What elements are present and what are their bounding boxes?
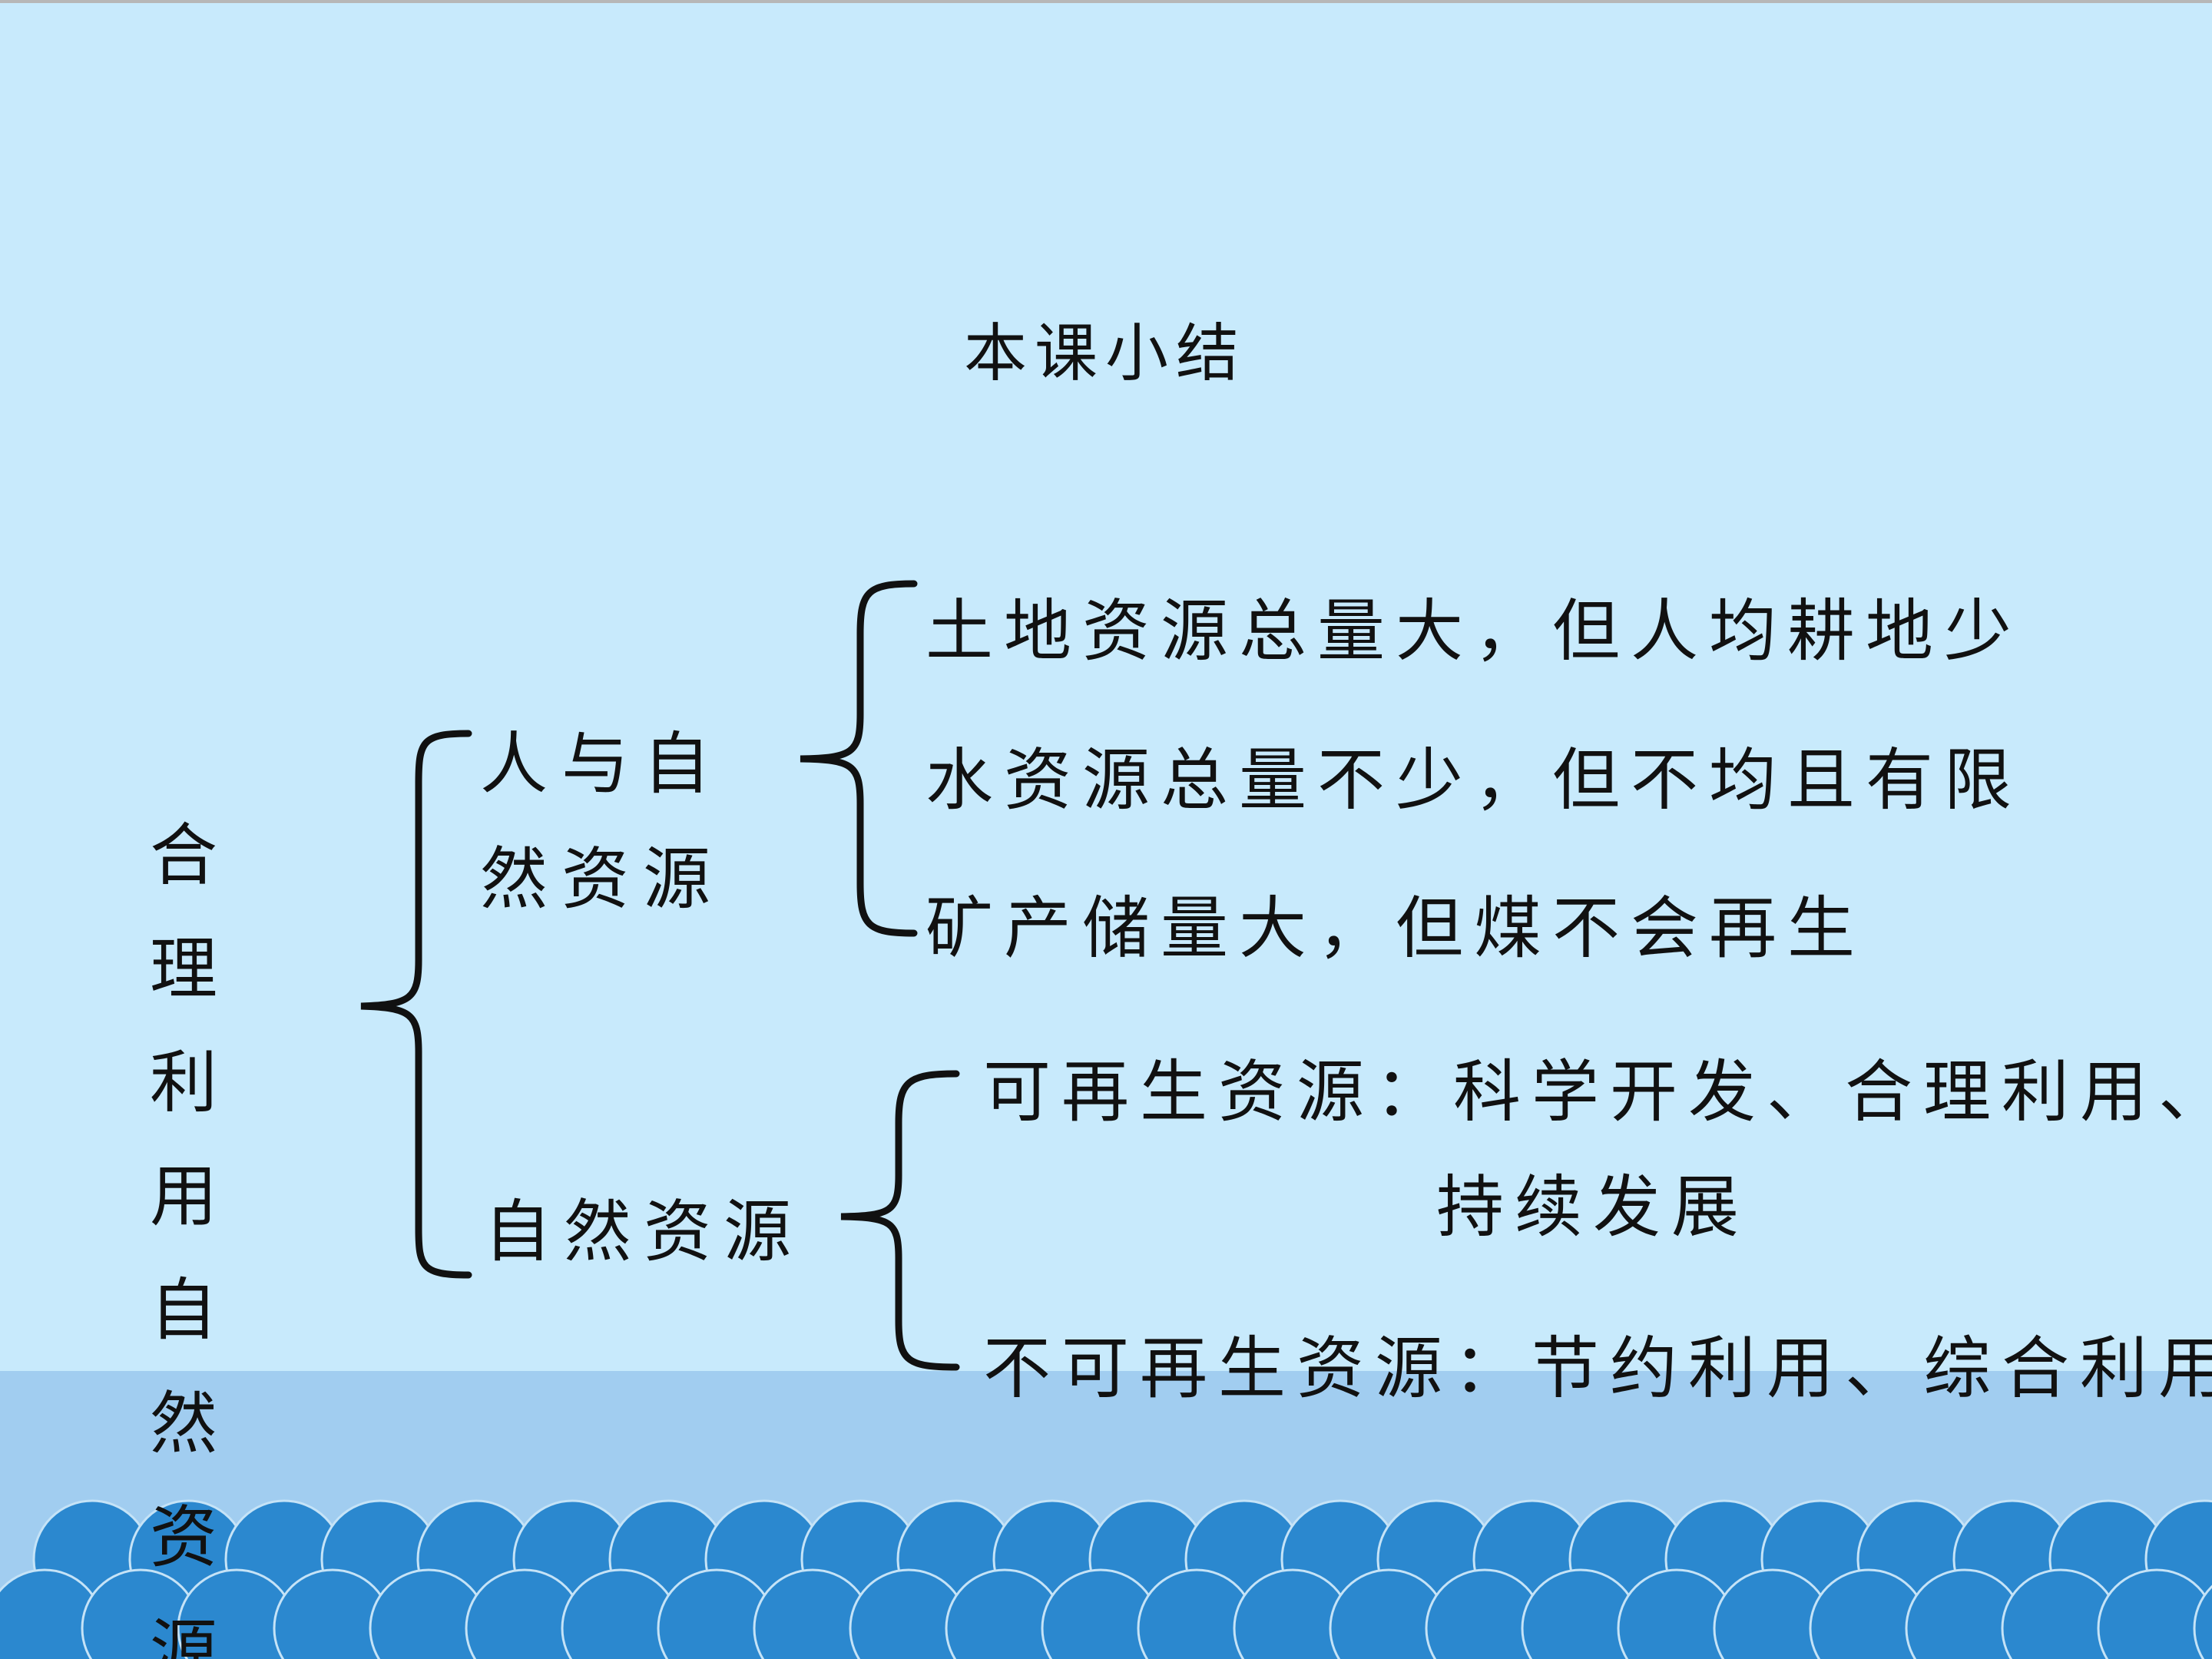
wave-scallop: [2193, 1584, 2212, 1659]
slide-title: 本课小结: [964, 317, 1247, 390]
branch-human-nature: 人与自然资源: [480, 724, 725, 919]
detail-land: 土地资源总量大，但人均耕地少: [926, 591, 2023, 671]
lower-bracket: [840, 1070, 960, 1371]
main-bracket: [360, 730, 472, 1279]
nonrenewable: 不可再生资源：节约利用、综合利用: [983, 1329, 2212, 1408]
renewable-line2: 持续发展: [1436, 1167, 1750, 1247]
renewable-line1: 可再生资源：科学开发、合理利用、: [983, 1052, 2212, 1131]
wave-scallop: [2097, 1568, 2212, 1659]
detail-water: 水资源总量不少，但不均且有限: [926, 740, 2023, 820]
detail-minerals: 矿产储量大，但煤不会再生: [926, 889, 1866, 968]
wave-row-front: [0, 1568, 2212, 1659]
upper-bracket: [800, 580, 918, 937]
main-topic: 合理利用自然资源: [150, 816, 232, 1659]
wave-pattern: [0, 1499, 2212, 1659]
top-rule: [0, 0, 2212, 3]
branch-natural-resources: 自然资源: [484, 1192, 804, 1271]
